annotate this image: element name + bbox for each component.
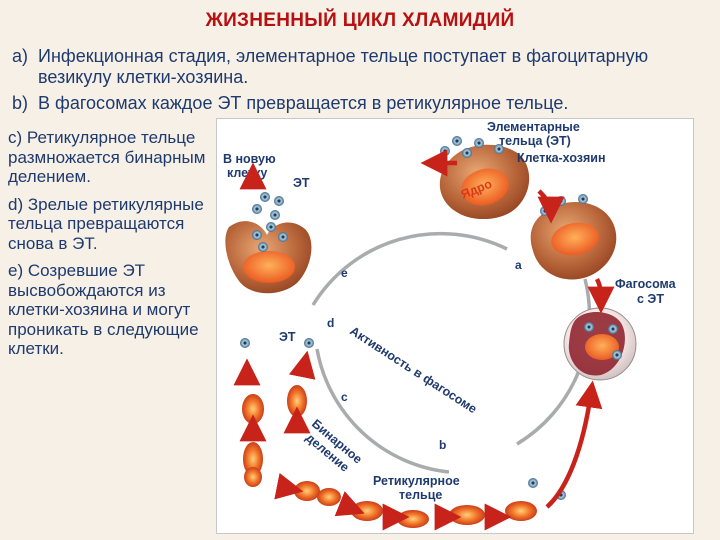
binary-division-sequence — [242, 385, 566, 528]
reticular-body-label-2: тельце — [399, 488, 442, 502]
host-cell-engulfing — [531, 194, 617, 279]
new-cell-label-1: В новую — [223, 152, 276, 166]
et-mid-label: ЭТ — [279, 330, 296, 344]
new-cell-label-2: клетку — [227, 166, 267, 180]
step-e: e) Созревшие ЭТ высвобождаются из клетки… — [8, 261, 214, 359]
mature-bodies — [240, 338, 314, 348]
step-b: b) В фагосомах каждое ЭТ превращается в … — [12, 93, 712, 114]
step-a: a) Инфекционная стадия, элементарное тел… — [12, 46, 712, 88]
stage-letter-d: d — [327, 316, 334, 330]
step-a-marker: a) — [12, 46, 38, 88]
page-title: ЖИЗНЕННЫЙ ЦИКЛ ХЛАМИДИЙ — [0, 10, 720, 32]
et-top-label: ЭТ — [293, 176, 310, 190]
phagosome-label-1: Фагосома — [615, 277, 677, 291]
phagosome-label-2: с ЭТ — [637, 292, 664, 306]
step-d-text: Зрелые ретикулярные тельца превращаются … — [8, 195, 204, 253]
life-cycle-svg: Ядро Клетка-хозяин Элементарные тельца (… — [217, 119, 693, 533]
step-a-text: Инфекционная стадия, элементарное тельце… — [38, 46, 712, 88]
step-c-text: Ретикулярное тельце размножается бинарны… — [8, 128, 205, 186]
reticular-body-label-1: Ретикулярное — [373, 474, 460, 488]
life-cycle-diagram: Ядро Клетка-хозяин Элементарные тельца (… — [216, 118, 694, 534]
step-b-text: В фагосомах каждое ЭТ превращается в рет… — [38, 93, 712, 114]
step-c: c) Ретикулярное тельце размножается бина… — [8, 128, 214, 187]
stage-letter-b: b — [439, 438, 446, 452]
step-c-marker: c) — [8, 128, 22, 147]
host-cell-releasing — [225, 192, 311, 293]
elementary-bodies-label-1: Элементарные — [487, 120, 580, 134]
step-e-marker: e) — [8, 261, 23, 280]
step-b-marker: b) — [12, 93, 38, 114]
stage-letter-a: a — [515, 258, 522, 272]
intro-steps: a) Инфекционная стадия, элементарное тел… — [12, 46, 712, 114]
activity-label: Активность в фагосоме — [347, 324, 479, 416]
phagosome-cell — [564, 308, 636, 380]
stage-letter-c: c — [341, 390, 348, 404]
stage-letter-e: e — [341, 266, 348, 280]
step-d-marker: d) — [8, 195, 23, 214]
elementary-bodies-label-2: тельца (ЭТ) — [499, 134, 571, 148]
step-e-text: Созревшие ЭТ высвобождаются из клетки-хо… — [8, 261, 199, 358]
host-cell-label: Клетка-хозяин — [517, 151, 606, 165]
cycle-steps: c) Ретикулярное тельце размножается бина… — [8, 128, 214, 367]
step-d: d) Зрелые ретикулярные тельца превращают… — [8, 195, 214, 254]
